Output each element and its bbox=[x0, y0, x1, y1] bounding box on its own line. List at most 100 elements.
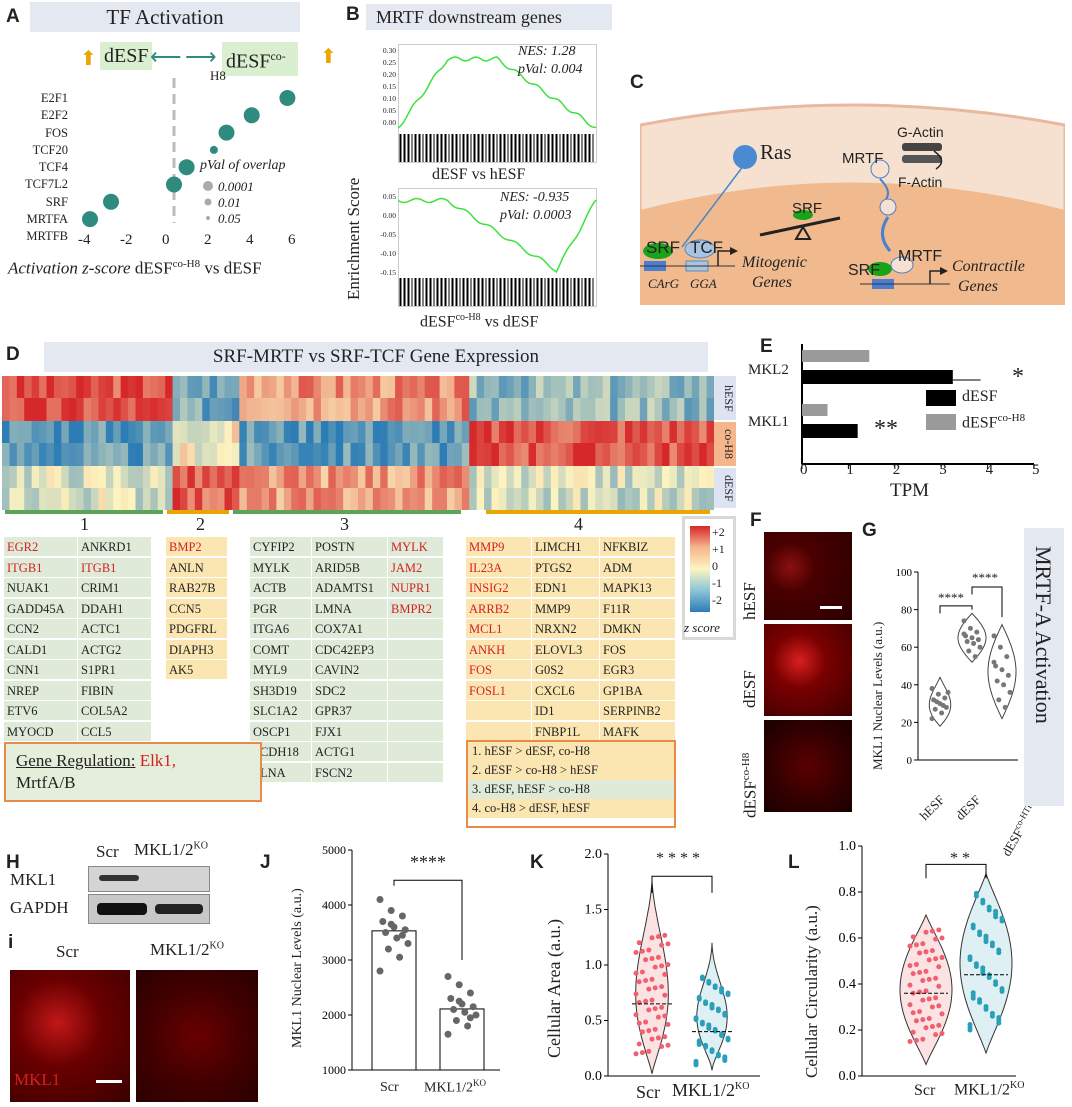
data-point bbox=[967, 954, 973, 960]
tick-label: 4 bbox=[985, 462, 994, 478]
heatmap-cell bbox=[2, 466, 10, 489]
data-point bbox=[926, 1016, 932, 1021]
tick-label: -4 bbox=[78, 232, 91, 248]
heatmap-cell bbox=[476, 466, 485, 489]
gsea-bottom-pval: pVal: 0.0003 bbox=[500, 208, 572, 223]
heatmap-cell bbox=[320, 443, 329, 466]
g-sig-2: **** bbox=[972, 570, 998, 585]
heatmap-cell bbox=[53, 376, 62, 399]
heatmap-cell bbox=[654, 421, 663, 444]
panel-j-ylabel: MKL1 Nuclear Levels (a.u.) bbox=[290, 888, 305, 1048]
blot-gapdh bbox=[88, 894, 210, 924]
heatmap-cell bbox=[528, 466, 537, 489]
heatmap-cell bbox=[647, 443, 656, 466]
heatmap-cell bbox=[231, 443, 240, 466]
heatmap-cell bbox=[447, 421, 455, 444]
heatmap-cell bbox=[269, 466, 277, 489]
heatmap-cell bbox=[521, 398, 530, 421]
gene-cell: GP1BA bbox=[600, 679, 675, 700]
data-point bbox=[999, 667, 1005, 673]
tf-name: TCF20 bbox=[32, 142, 68, 157]
heatmap-cell bbox=[402, 466, 411, 489]
heatmap-cell bbox=[358, 398, 366, 421]
heatmap-cell bbox=[91, 466, 99, 489]
i-scr-label: Scr bbox=[56, 942, 79, 961]
panel-a-title: TF Activation bbox=[30, 2, 300, 32]
gsea-top-pval: pVal: 0.004 bbox=[518, 62, 583, 77]
heatmap-cell bbox=[261, 421, 270, 444]
heatmap-cell bbox=[580, 421, 589, 444]
heatmap-cell bbox=[595, 398, 604, 421]
tick-label: 6 bbox=[288, 232, 296, 248]
heatmap-row-coh8: co-H8 bbox=[714, 422, 736, 466]
panel-h-letter: H bbox=[6, 852, 20, 873]
heatmap-cell bbox=[224, 398, 233, 421]
heatmap-cell bbox=[706, 421, 714, 444]
gene-cell: DIAPH3 bbox=[166, 638, 227, 659]
heatmap-cell bbox=[676, 488, 685, 510]
heatmap-cell bbox=[536, 488, 544, 510]
gene-cell: ITGB1 bbox=[78, 556, 151, 577]
heatmap-cell bbox=[654, 488, 663, 510]
heatmap-cell bbox=[424, 421, 433, 444]
heatmap-cell bbox=[558, 376, 567, 399]
heatmap-cell bbox=[350, 376, 359, 399]
heatmap-cell bbox=[269, 398, 277, 421]
micrograph-desf bbox=[764, 624, 852, 716]
tf-dot bbox=[166, 176, 182, 193]
data-point bbox=[662, 1034, 668, 1040]
heatmap-cell bbox=[528, 376, 537, 399]
data-point bbox=[659, 1043, 665, 1049]
heatmap-cell bbox=[439, 421, 448, 444]
tick-label: 1.0 bbox=[585, 958, 603, 973]
heatmap-cell bbox=[150, 376, 159, 399]
heatmap-cell bbox=[46, 421, 55, 444]
arrow-up-icon: ⬆ bbox=[80, 48, 97, 70]
data-point bbox=[932, 706, 938, 712]
f-label-desf-coh8: dESFco-H8 bbox=[740, 752, 760, 818]
gene-cell bbox=[388, 741, 443, 761]
heatmap-cell bbox=[313, 488, 322, 510]
cluster-bar-1 bbox=[5, 510, 163, 514]
heatmap-cell bbox=[380, 466, 389, 489]
heatmap-cell bbox=[53, 421, 62, 444]
heatmap-cell bbox=[684, 443, 693, 466]
data-point bbox=[975, 637, 981, 643]
data-point bbox=[907, 963, 913, 969]
data-point bbox=[980, 897, 986, 903]
heatmap-cell bbox=[617, 421, 626, 444]
heatmap-cell bbox=[521, 376, 530, 399]
data-point bbox=[469, 1003, 477, 1011]
tick-label: 0 bbox=[712, 559, 718, 573]
heatmap-cell bbox=[328, 488, 337, 510]
heatmap-cell bbox=[669, 488, 678, 510]
heatmap-cell bbox=[9, 421, 18, 444]
heatmap-cell bbox=[691, 421, 700, 444]
heatmap-cell bbox=[291, 466, 300, 489]
h-ko-label: MKL1/2KO bbox=[134, 840, 208, 859]
heatmap-cell bbox=[31, 398, 40, 421]
l-bracket bbox=[925, 863, 987, 879]
heatmap-cell bbox=[343, 488, 352, 510]
f-label-desf: dESF bbox=[740, 670, 759, 708]
gene-cell: COX7A1 bbox=[312, 618, 387, 638]
data-point bbox=[933, 1032, 939, 1038]
heatmap-cell bbox=[24, 488, 33, 510]
heatmap-cell bbox=[469, 398, 478, 421]
heatmap-cell bbox=[365, 398, 374, 421]
heatmap-cell bbox=[105, 443, 114, 466]
cluster-number-2: 2 bbox=[196, 514, 205, 534]
heatmap-cell bbox=[669, 398, 678, 421]
gene-cell bbox=[466, 700, 531, 720]
cluster-legend-2: 2. dESF > co-H8 > hESF bbox=[468, 761, 674, 780]
heatmap-cell bbox=[506, 466, 515, 489]
heatmap-cell bbox=[46, 488, 55, 510]
heatmap-cell bbox=[194, 376, 203, 399]
data-point bbox=[913, 942, 919, 948]
data-point bbox=[923, 968, 929, 974]
data-point bbox=[910, 1029, 916, 1035]
heatmap-cell bbox=[558, 466, 567, 489]
tick-label: 3000 bbox=[322, 953, 346, 967]
tick-label: 3 bbox=[939, 462, 947, 478]
